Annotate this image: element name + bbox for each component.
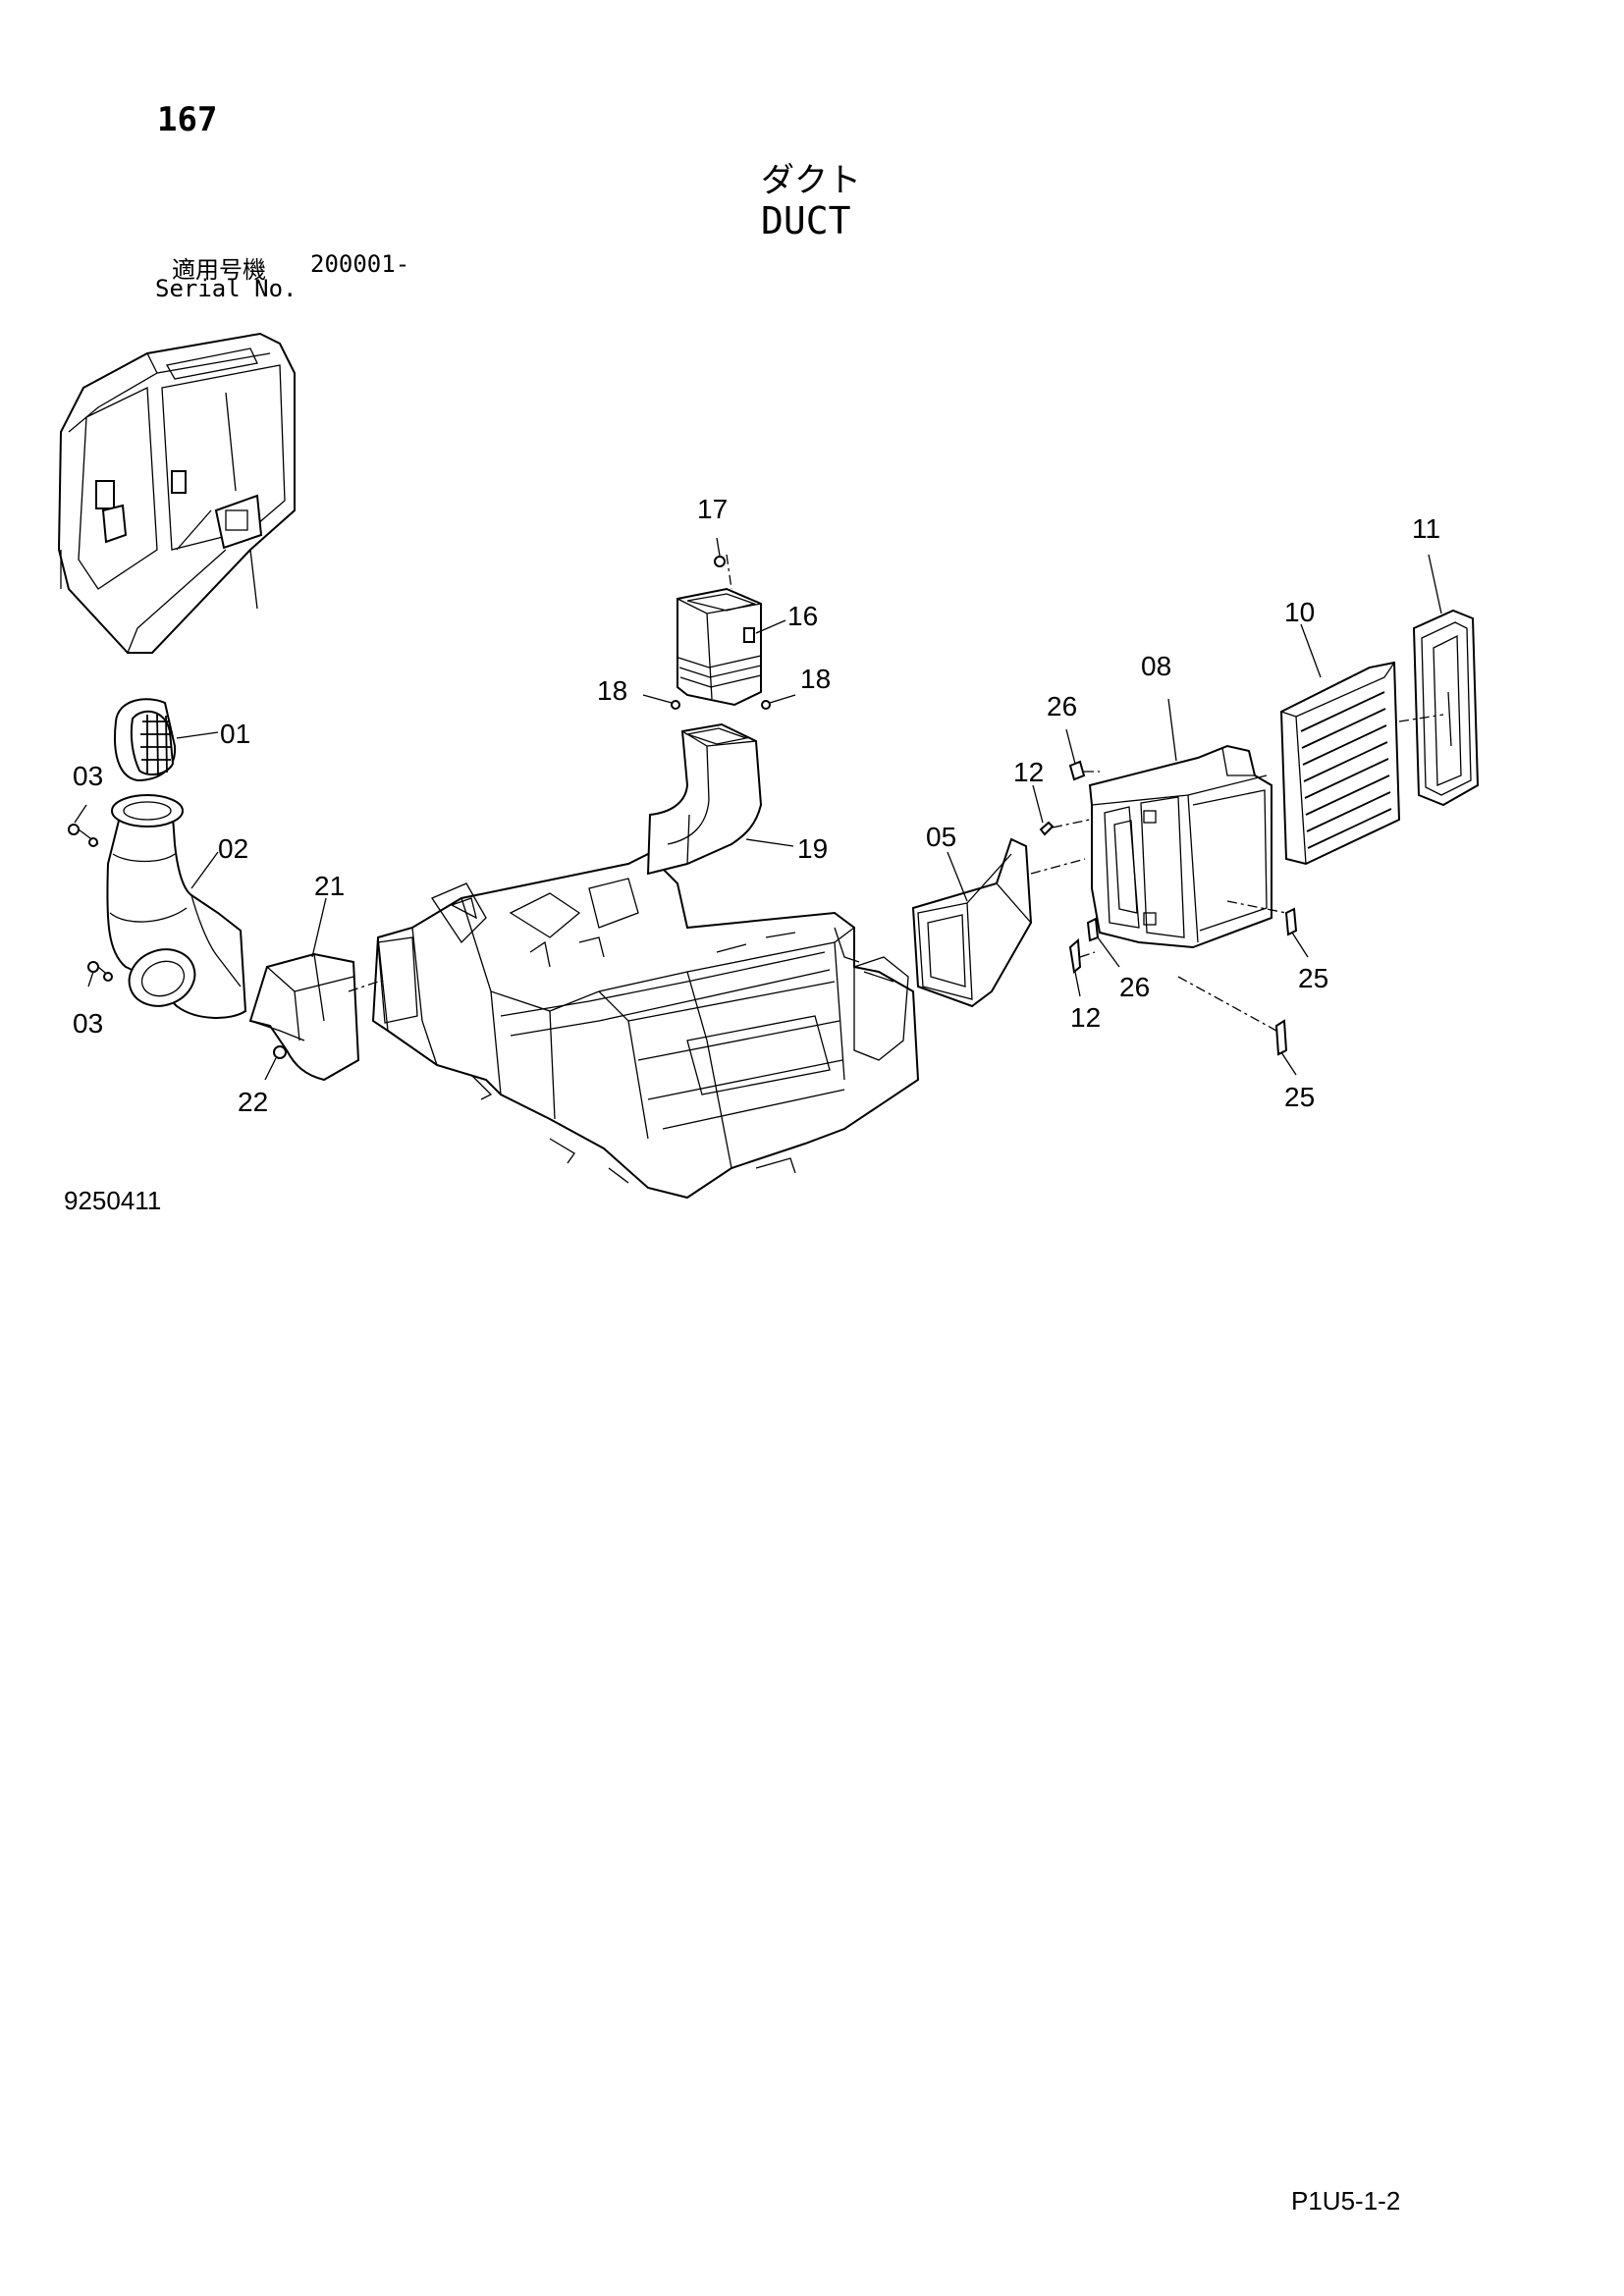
callout-16: 16: [787, 601, 818, 631]
callout-01: 01: [220, 719, 250, 749]
air-conditioner-unit: [348, 852, 920, 1200]
part-17-screw: [714, 537, 732, 590]
serial-label-japanese: 適用号機: [172, 257, 266, 284]
part-08-case: [1088, 698, 1272, 949]
callout-05: 05: [926, 822, 956, 852]
callout-25-upper: 25: [1298, 963, 1328, 993]
title-english: DUCT: [761, 199, 851, 242]
callout-26-upper: 26: [1047, 691, 1077, 721]
page-number: 167: [157, 100, 218, 139]
title-japanese: ダクト: [761, 162, 861, 199]
callout-18-left: 18: [597, 675, 627, 706]
part-18-screws: [642, 694, 796, 710]
callout-18-right: 18: [800, 664, 831, 694]
page-code: P1U5-1-2: [1291, 2186, 1401, 2216]
callout-25-lower: 25: [1284, 1082, 1315, 1112]
callout-26-lower: 26: [1119, 972, 1150, 1002]
callout-11: 11: [1412, 513, 1440, 544]
callout-08: 08: [1141, 651, 1171, 681]
callout-12-lower: 12: [1070, 1002, 1101, 1033]
part-22-screw: [264, 1045, 287, 1081]
callout-17: 17: [697, 494, 728, 524]
cab-thumbnail: [57, 332, 296, 654]
callout-03-lower: 03: [73, 1008, 103, 1039]
part-02-bent-duct: [106, 794, 247, 1019]
part-21-side-duct: [248, 897, 360, 1082]
part-11-cover: [1398, 554, 1480, 807]
part-12-screws: [1032, 784, 1096, 997]
callout-12-upper: 12: [1013, 757, 1044, 787]
part-26-screws: [1065, 728, 1120, 968]
part-03-screws: [68, 804, 113, 988]
part-25-screws: [1177, 900, 1309, 1076]
callout-22: 22: [238, 1087, 268, 1117]
callout-19: 19: [797, 833, 828, 864]
callout-03-upper: 03: [73, 761, 103, 791]
callout-10: 10: [1284, 597, 1315, 627]
part-05-duct: [911, 837, 1086, 1008]
part-19-elbow-duct: [646, 722, 794, 876]
callout-02: 02: [218, 833, 248, 864]
callout-21: 21: [314, 871, 345, 901]
part-01-grille: [114, 698, 219, 782]
drawing-number: 9250411: [64, 1186, 162, 1215]
part-10-filter: [1279, 623, 1401, 866]
part-16-upper-duct: [677, 587, 786, 707]
serial-label-english: Serial No.: [155, 275, 298, 302]
serial-number-value: 200001-: [310, 250, 410, 278]
